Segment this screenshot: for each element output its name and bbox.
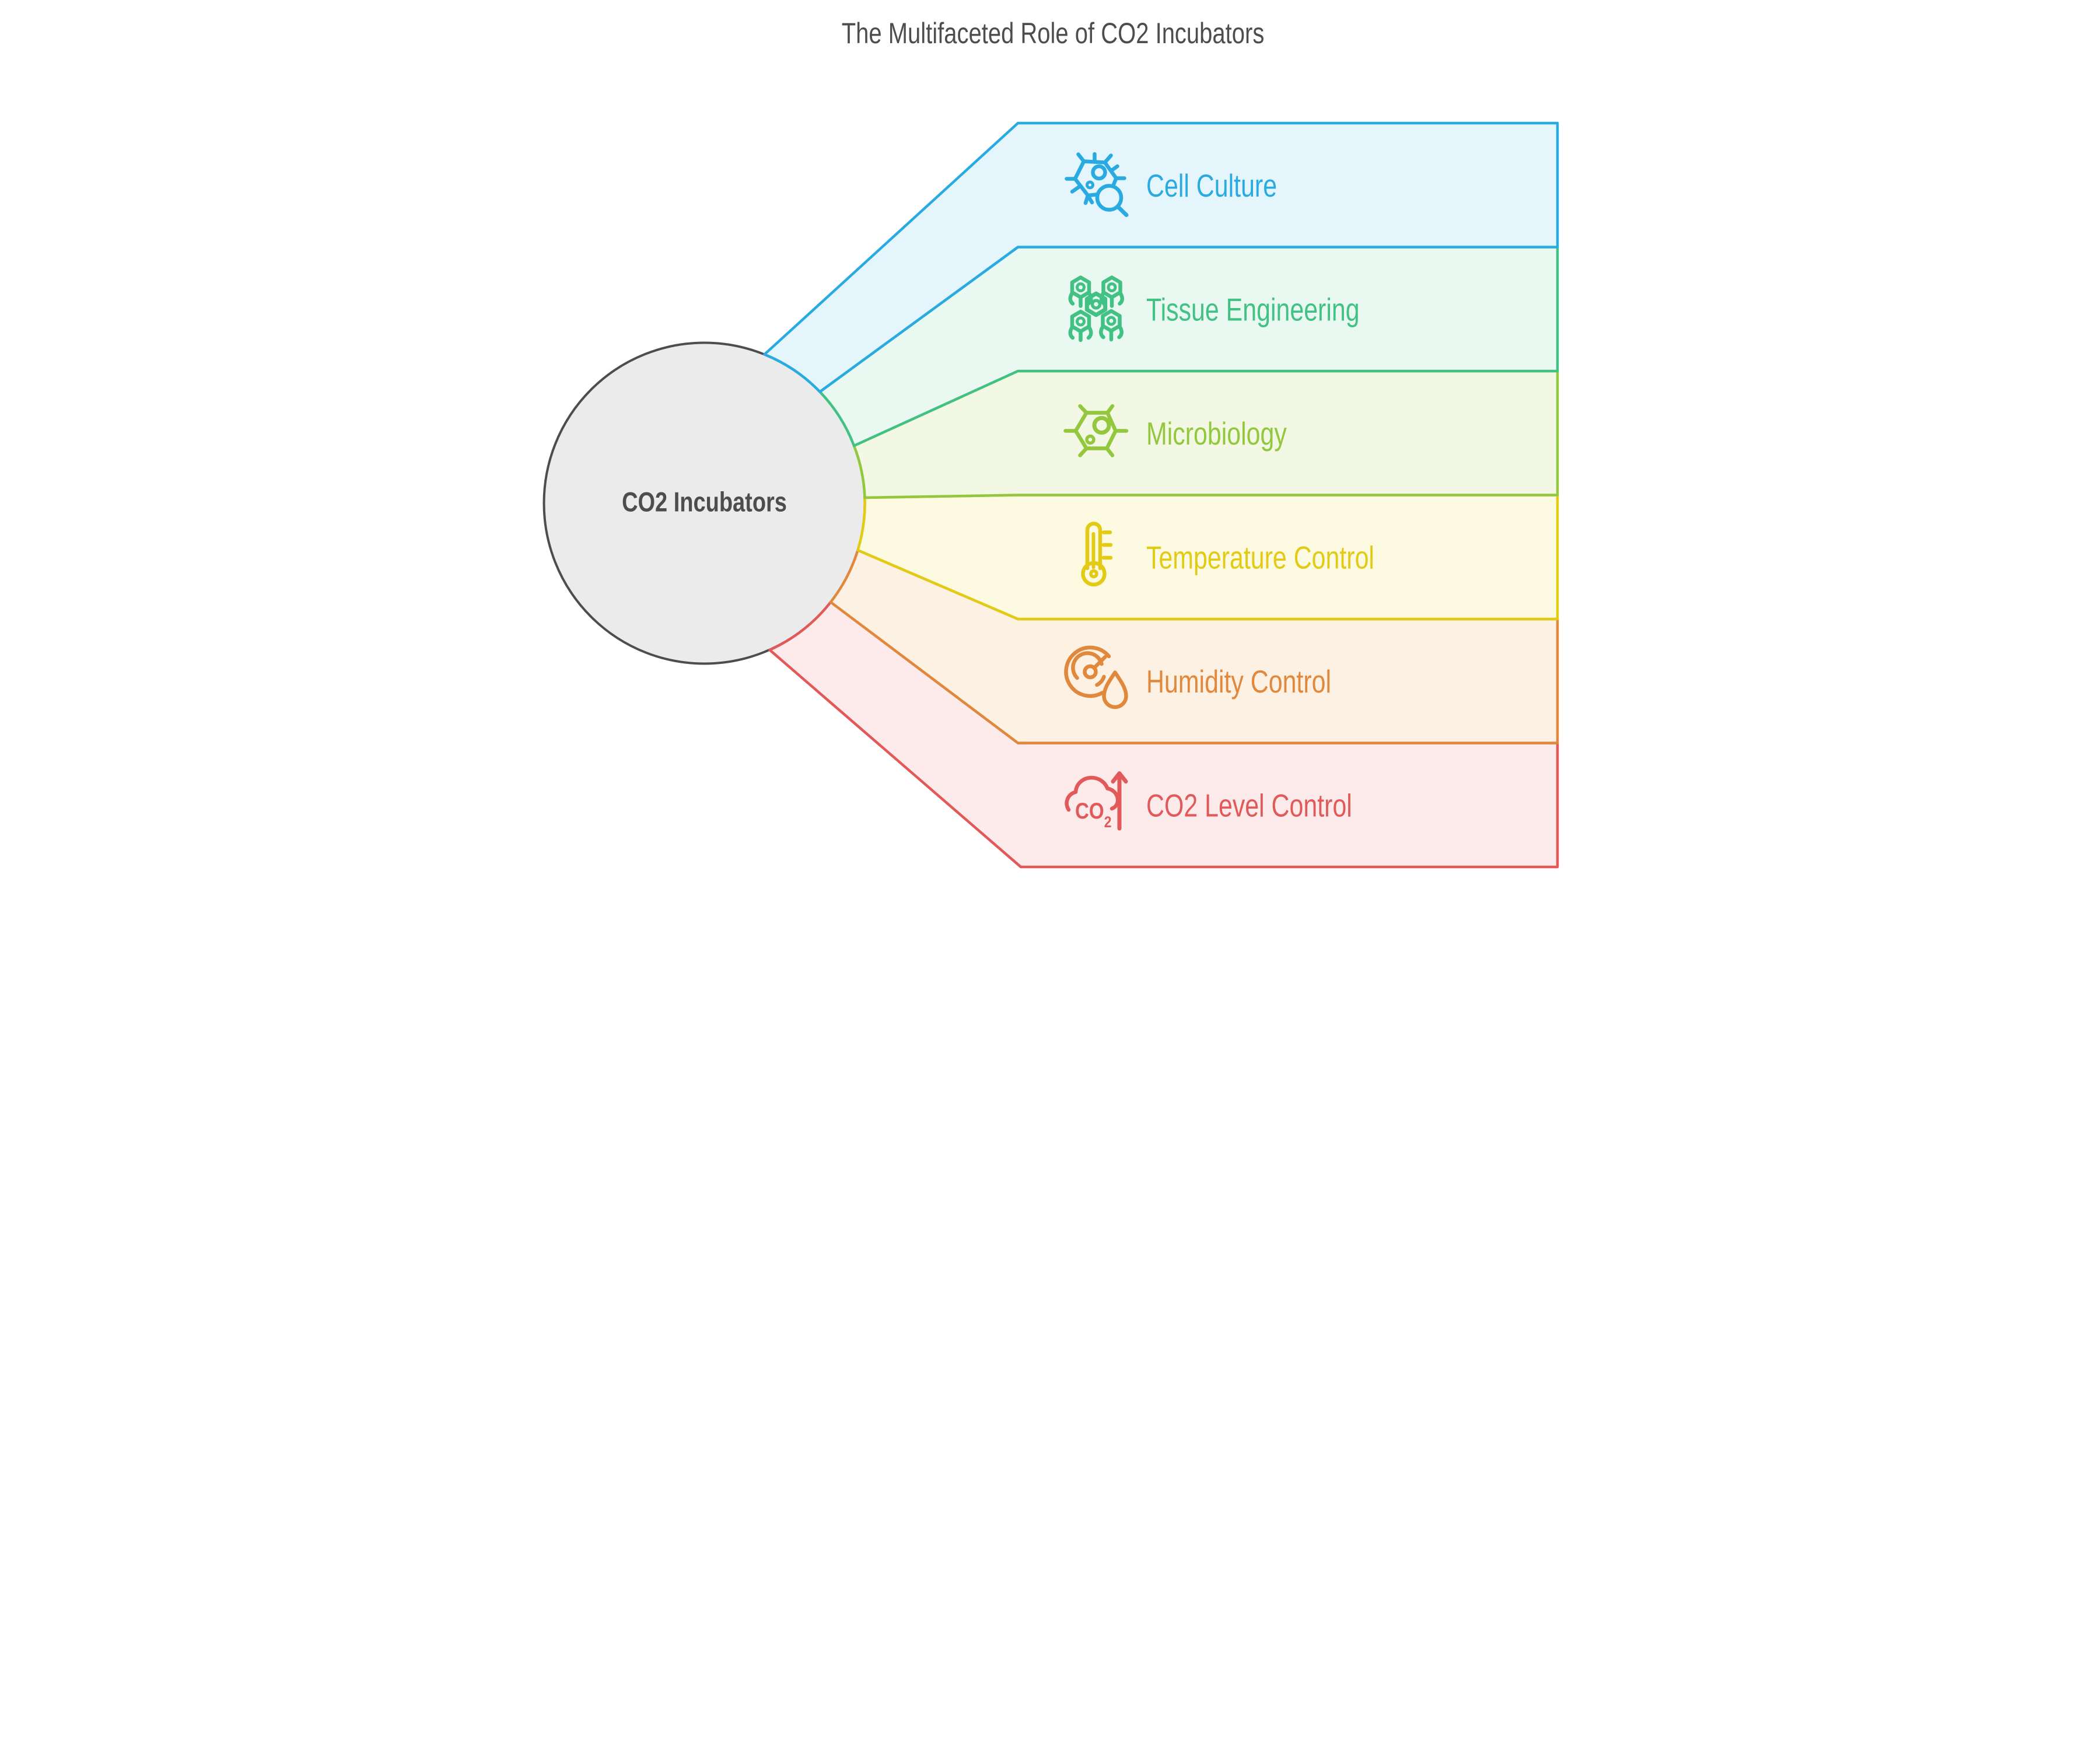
band-label-humidity-control: Humidity Control [1146, 664, 1331, 700]
band-label-cell-culture: Cell Culture [1146, 168, 1277, 204]
center-label: CO2 Incubators [622, 487, 787, 518]
band-tissue-engineering [818, 246, 1559, 447]
humidity-gauge-icon [1064, 645, 1128, 709]
band-cell-culture [763, 121, 1559, 393]
co2-icon-text: CO2 [1075, 798, 1111, 831]
thermometer-icon [1081, 522, 1113, 587]
band-label-tissue-engineering: Tissue Engineering [1146, 292, 1360, 327]
microbiology-icon [1063, 404, 1129, 457]
band-label-temperature-control: Temperature Control [1146, 540, 1374, 575]
cell-culture-icon [1065, 152, 1129, 217]
infographic: CO2 Cell Culture Tissue Engineering Micr… [525, 0, 1575, 880]
band-label-microbiology: Microbiology [1146, 416, 1287, 452]
magnifier-lens [1095, 184, 1124, 212]
band-label-co2-level-control: CO2 Level Control [1146, 788, 1352, 823]
page-title: The Multifaceted Role of CO2 Incubators [842, 17, 1265, 50]
band-humidity-control [829, 548, 1559, 744]
band-temperature-control [856, 494, 1559, 621]
band-co2-level-control [768, 600, 1559, 869]
diagram-canvas: CO2 Cell Culture Tissue Engineering Micr… [542, 17, 1559, 869]
co2-cloud-arrow-icon: CO2 [1065, 771, 1128, 831]
band-microbiology [852, 369, 1559, 499]
